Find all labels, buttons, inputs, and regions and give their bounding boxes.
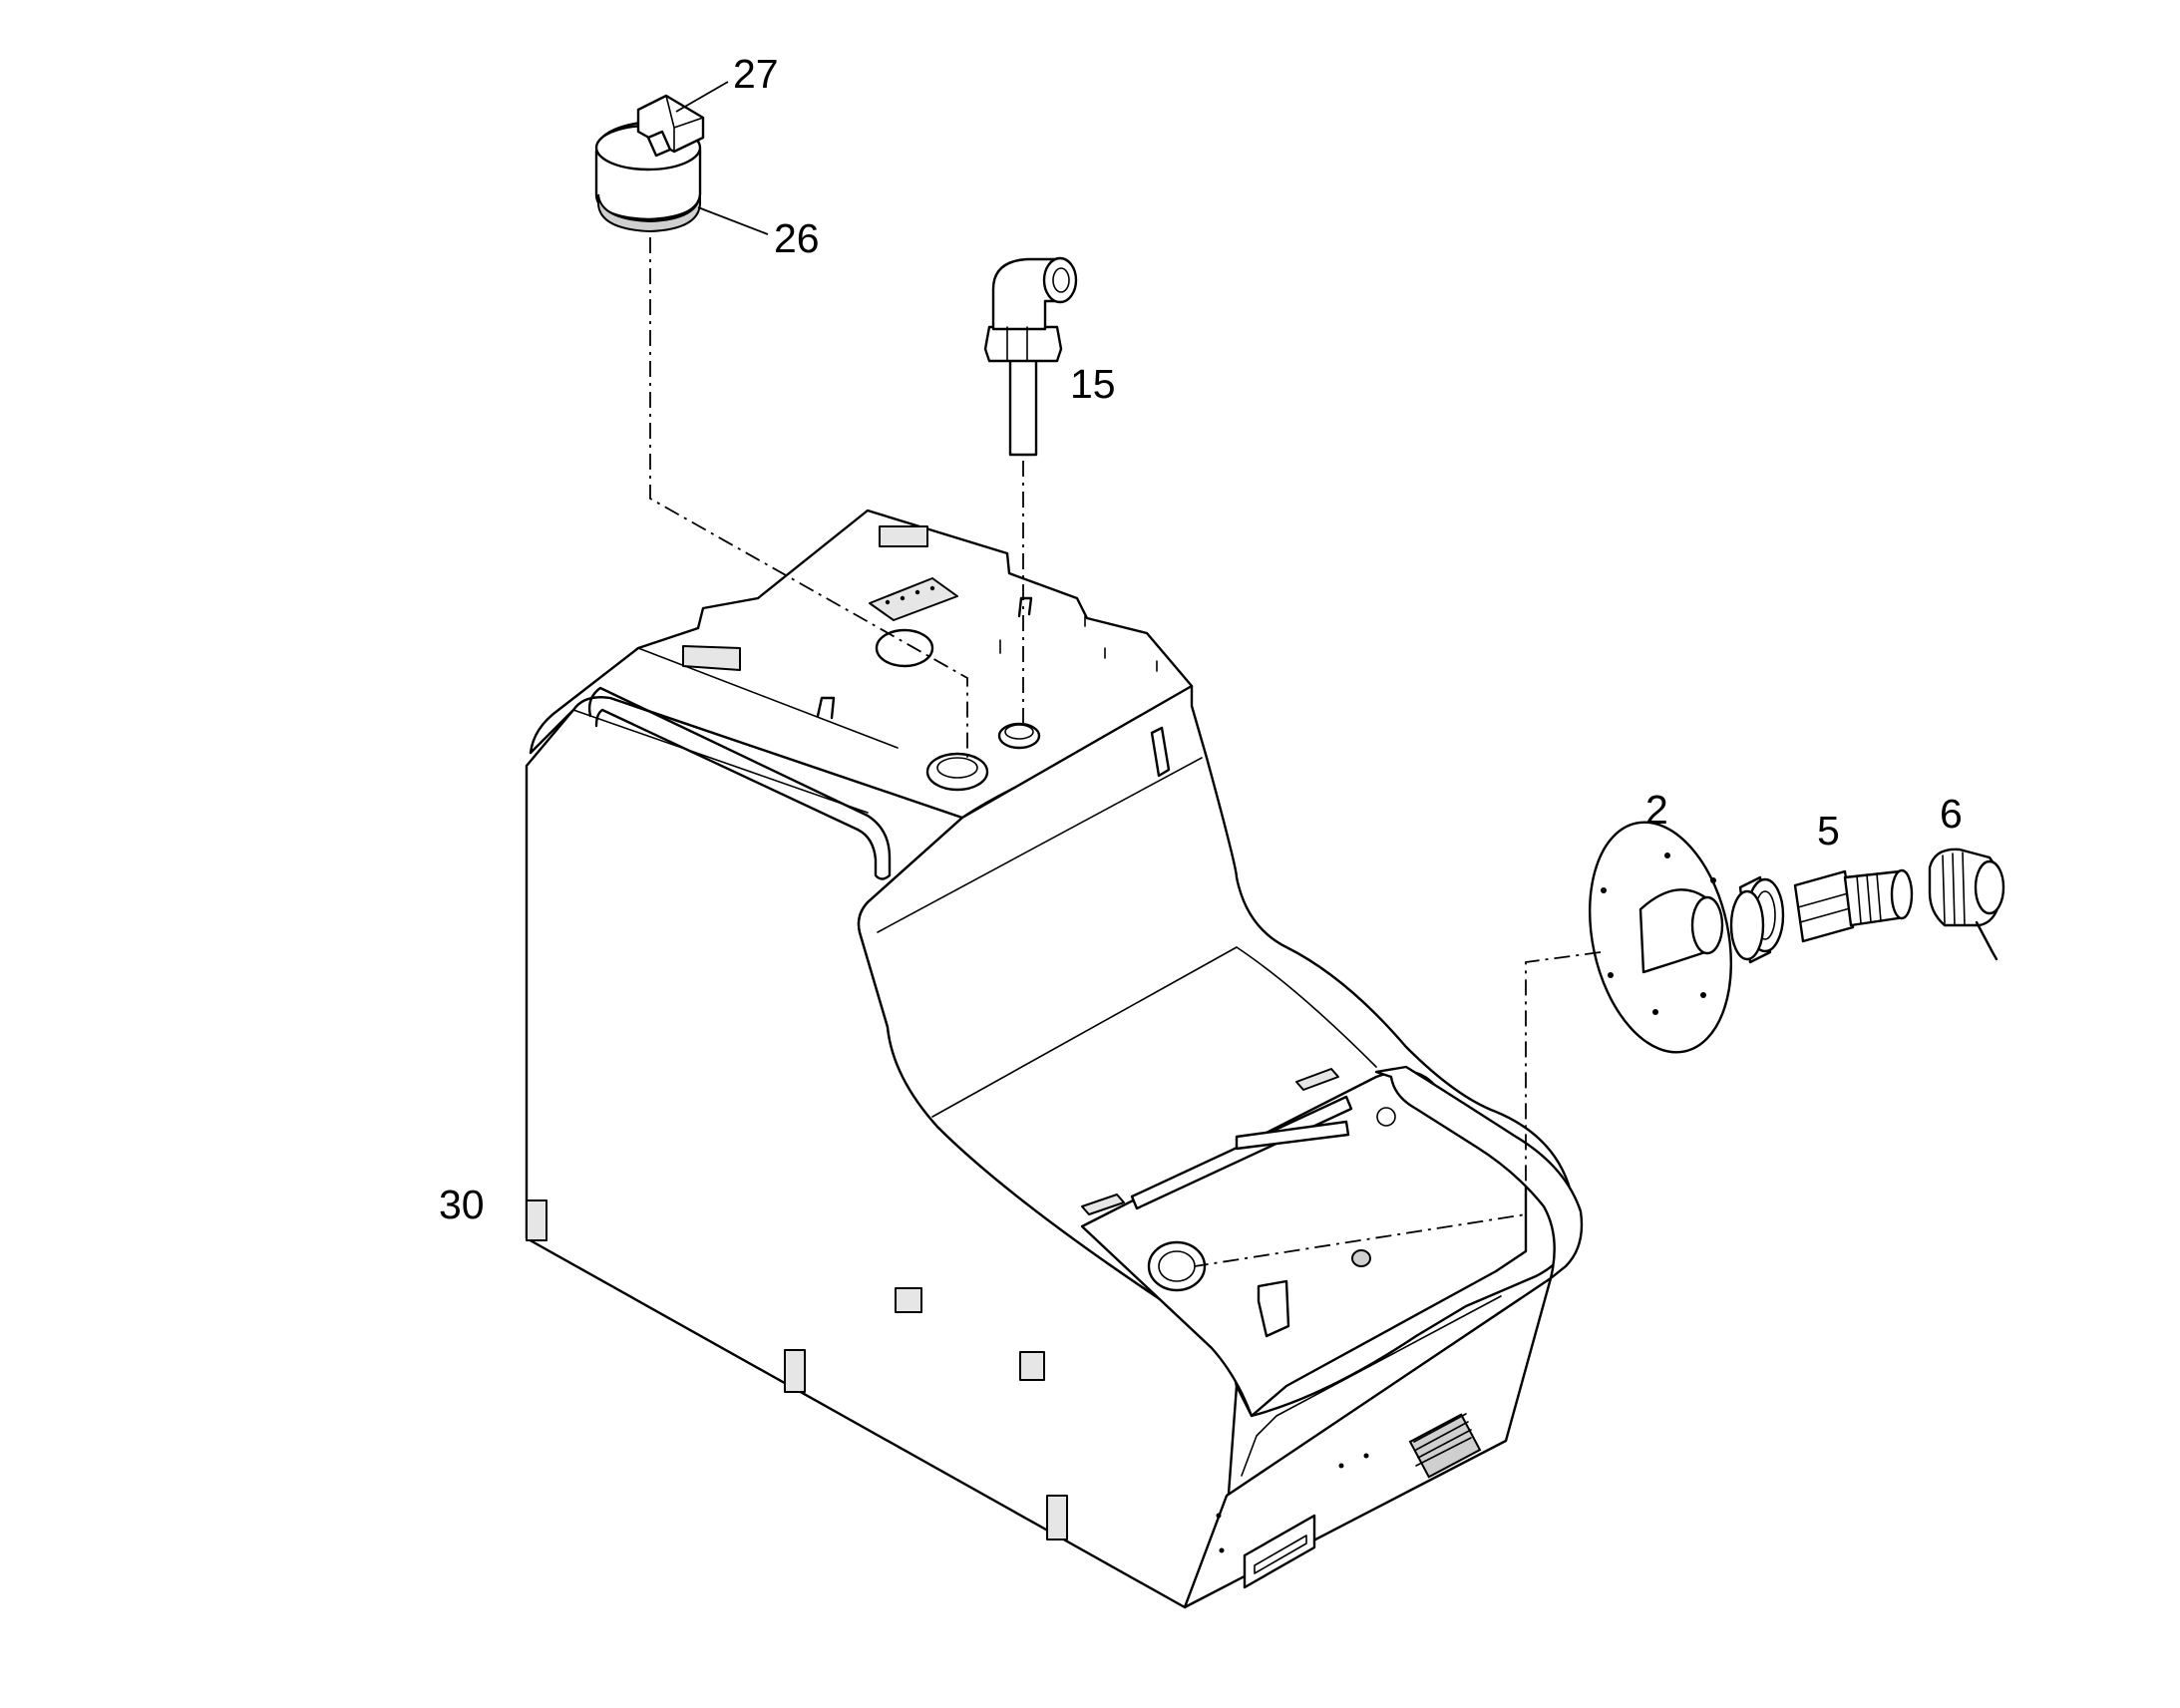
vent-grille (1408, 1413, 1482, 1479)
tank-right-rim (1374, 1065, 1584, 1280)
cap-front (1974, 859, 2005, 915)
mount-block-4 (1019, 1351, 1045, 1381)
tank-body (525, 509, 1584, 1609)
leader-26 (697, 206, 769, 235)
mount-block-2 (895, 1287, 922, 1313)
mount-block-3 (784, 1349, 806, 1393)
ring-back (1729, 889, 1765, 961)
adapter-end (1890, 868, 1914, 920)
tank-front-wall (1183, 1276, 1553, 1609)
pipe-stem (1008, 353, 1038, 457)
top-clip-2 (1017, 596, 1033, 618)
tank-top-lip (572, 647, 899, 814)
gauge-base (597, 193, 701, 233)
grab-handle (587, 686, 892, 880)
flange-stub-end (1690, 895, 1724, 955)
support-bar-2 (1235, 1120, 1350, 1151)
callout-15: 15 (1070, 361, 1116, 407)
cap-ribs (1942, 852, 1966, 926)
adapter-hex-lines (1797, 892, 1851, 923)
sender-port-inner (1004, 724, 1034, 740)
leader-27 (675, 81, 729, 113)
callout-30: 30 (439, 1182, 485, 1227)
pad-cavity-1 (1295, 1068, 1339, 1091)
inner-bracket (1257, 1279, 1290, 1338)
suction-pipe-assembly (983, 256, 1078, 457)
leader-lines (526, 81, 769, 1200)
callout-5: 5 (1817, 808, 1840, 854)
pipe-elbow-end (1042, 256, 1078, 304)
callout-26: 26 (774, 215, 820, 261)
top-pad-2 (682, 645, 741, 671)
cap (1928, 848, 2005, 961)
gauge-to-tank-line (649, 237, 968, 758)
mount-block-1 (526, 1199, 547, 1241)
connector-detail (637, 95, 704, 153)
cavity-port (1147, 1240, 1207, 1292)
adapter-thread (1856, 872, 1882, 924)
pipe-elbow-bore (1052, 267, 1070, 293)
cavity-drain (1351, 1249, 1371, 1267)
slot-tab (1150, 726, 1171, 778)
tank-inner-edge (877, 757, 1377, 1118)
pipe-nut-lines (1006, 326, 1028, 362)
gauge-opening (875, 628, 934, 668)
callout-2: 2 (1645, 787, 1668, 833)
sealing-ring (1729, 875, 1785, 964)
sender-port (997, 722, 1041, 750)
callout-27: 27 (733, 51, 779, 97)
rim-hole (1376, 1107, 1396, 1127)
top-clip-1 (816, 696, 836, 720)
adapter-fitting (1793, 868, 1914, 943)
callout-6: 6 (1940, 791, 1963, 837)
filler-neck-inner (936, 757, 978, 779)
top-pad-1 (879, 525, 928, 547)
callout-labels: 27 26 15 2 5 6 30 (439, 51, 1963, 1227)
explosion-lines (649, 237, 1602, 1267)
front-wall-inner (1241, 1295, 1502, 1477)
connector-clip (646, 130, 672, 158)
pad-cavity-2 (1081, 1194, 1125, 1215)
top-pad-3 (869, 577, 958, 621)
vent-lines (1413, 1413, 1472, 1467)
fuel-gauge-assembly (594, 94, 705, 233)
cap-strap (1975, 920, 1998, 961)
support-bar (1130, 1095, 1353, 1210)
flange-to-tank-line (1194, 951, 1602, 1267)
mount-block-5 (1046, 1495, 1068, 1540)
filler-neck (925, 752, 989, 792)
pipe-nut (983, 325, 1063, 363)
flange-plate (1588, 821, 1733, 1054)
front-handle-slot-inner (1254, 1535, 1307, 1574)
